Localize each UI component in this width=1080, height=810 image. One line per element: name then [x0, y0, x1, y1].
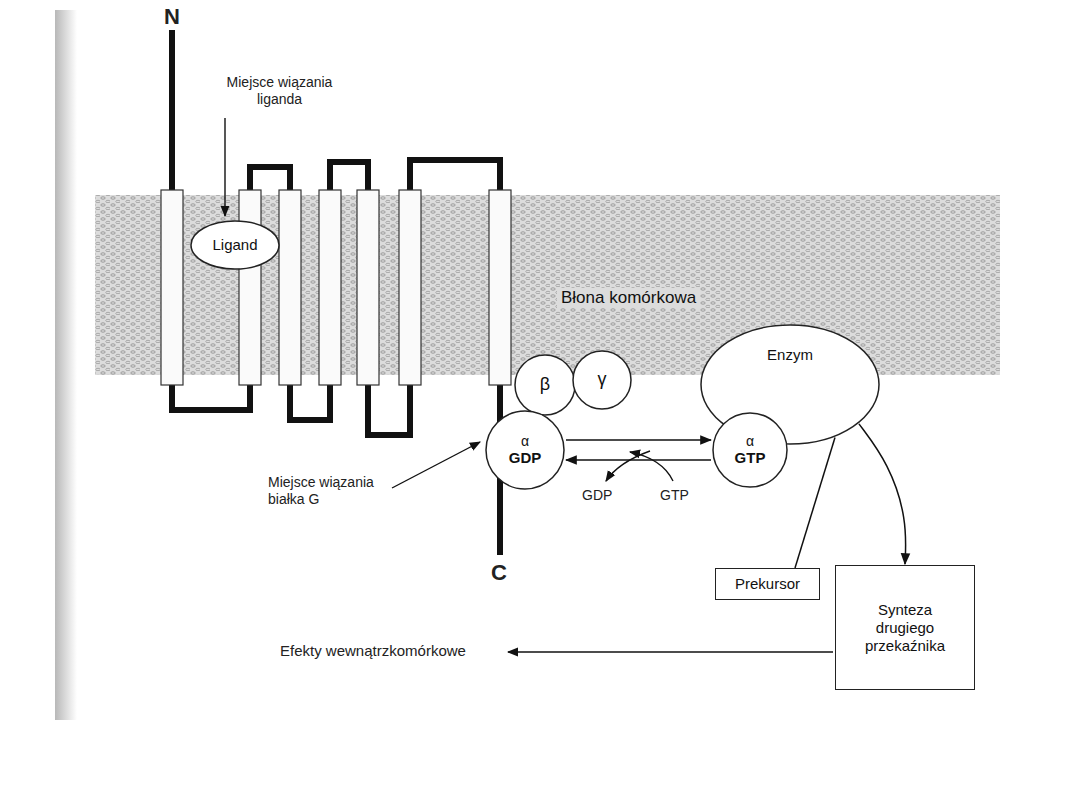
- leader-arrow: [224, 118, 225, 216]
- node-text: Prekursor: [735, 575, 800, 593]
- effect-label: Efekty wewnątrzkomórkowe: [280, 642, 466, 660]
- g-protein-subunit-shape: [573, 351, 631, 409]
- receptor-helices: [161, 190, 511, 385]
- node-text-group: Prekursor: [735, 575, 800, 593]
- node-text-group: αGDP: [509, 433, 542, 468]
- terminus-label: C: [491, 560, 507, 586]
- node-text: GDP: [509, 449, 542, 467]
- node-text: Ligand: [212, 236, 257, 254]
- transmembrane-helix: [399, 190, 421, 385]
- connector-arrow: [566, 439, 711, 441]
- terminus-label: N: [164, 4, 180, 30]
- node-text: Enzym: [767, 346, 813, 364]
- connector-arrow: [859, 424, 906, 564]
- nucleotide-label: GTP: [660, 487, 689, 504]
- g-alpha-subunit-shape: [486, 411, 564, 489]
- process-box: Prekursor: [715, 568, 820, 600]
- connector-arrow: [795, 437, 835, 568]
- node-text-group: Enzym: [767, 346, 813, 364]
- leader-arrow: [392, 442, 480, 488]
- node-text: Synteza drugiego przekaźnika: [849, 601, 961, 655]
- ligand-ellipse-shape: [191, 221, 279, 269]
- transmembrane-helix: [489, 190, 511, 385]
- scan-edge: [55, 10, 77, 720]
- node-text: α: [509, 433, 542, 450]
- g-alpha-subunit: αGDP: [485, 410, 565, 490]
- g-protein-subunit: γ: [572, 350, 632, 410]
- node-text: GTP: [735, 449, 766, 467]
- node-text-group: γ: [598, 369, 607, 391]
- gtp-uptake-arrow: [630, 452, 673, 481]
- node-text: β: [540, 374, 550, 396]
- node-text: γ: [598, 369, 607, 391]
- transmembrane-helix: [161, 190, 183, 385]
- callout-text: Miejsce wiązania białka G: [268, 474, 394, 508]
- receptor-chain: [172, 30, 500, 555]
- g-protein-subunit-shape: [515, 355, 575, 415]
- connector-arrow: [566, 459, 711, 461]
- membrane-band: Błona komórkowa Ligand: [95, 195, 1000, 375]
- transmembrane-helix: [279, 190, 301, 385]
- ligand-ellipse: Ligand: [190, 220, 280, 270]
- node-text-group: Synteza drugiego przekaźnika: [849, 601, 961, 655]
- transmembrane-helix: [239, 190, 261, 385]
- callout-text: Miejsce wiązania liganda: [212, 74, 347, 108]
- node-text: Błona komórkowa: [557, 288, 700, 308]
- node-text-group: αGTP: [735, 433, 766, 468]
- membrane-band: [95, 195, 1000, 375]
- node-text-group: Ligand: [212, 236, 257, 254]
- node-text-group: β: [540, 374, 550, 396]
- nucleotide-label: GDP: [582, 487, 612, 504]
- g-alpha-subunit-shape: [713, 413, 787, 487]
- g-alpha-subunit: αGTP: [712, 412, 788, 488]
- g-protein-subunit: β: [514, 354, 576, 416]
- transmembrane-helix: [319, 190, 341, 385]
- transmembrane-helix: [357, 190, 379, 385]
- process-box: Synteza drugiego przekaźnika: [835, 565, 975, 690]
- node-text-group: Błona komórkowa: [557, 288, 700, 308]
- effects-arrow: [508, 651, 833, 652]
- node-text: α: [735, 433, 766, 450]
